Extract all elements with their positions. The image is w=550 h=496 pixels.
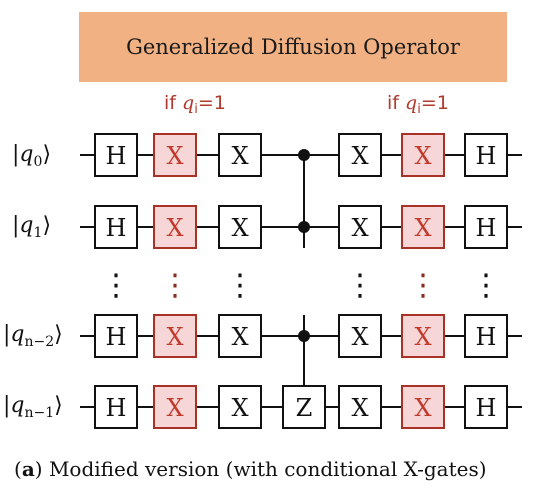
svg-text:X: X bbox=[414, 394, 431, 422]
svg-text:X: X bbox=[351, 142, 368, 170]
svg-text:X: X bbox=[231, 214, 248, 242]
svg-text:H: H bbox=[476, 323, 497, 351]
gate-x: X bbox=[338, 133, 382, 177]
svg-text:H: H bbox=[476, 142, 497, 170]
svg-text:H: H bbox=[476, 394, 497, 422]
svg-text:X: X bbox=[231, 142, 248, 170]
svg-text:X: X bbox=[414, 214, 431, 242]
svg-text:H: H bbox=[476, 214, 497, 242]
gate-x: X bbox=[338, 314, 382, 358]
svg-text:X: X bbox=[351, 214, 368, 242]
svg-text:X: X bbox=[351, 394, 368, 422]
qubit-label-q1: |q1⟩ bbox=[12, 213, 51, 241]
svg-text:X: X bbox=[414, 142, 431, 170]
control-dot-q0 bbox=[298, 149, 310, 161]
figure-caption: (a) Modified version (with conditional X… bbox=[14, 457, 487, 481]
svg-text:H: H bbox=[106, 142, 127, 170]
header-title: Generalized Diffusion Operator bbox=[126, 35, 461, 59]
gate-h: H bbox=[94, 385, 138, 429]
qubit-label-qn-1: |qn−1⟩ bbox=[3, 393, 63, 421]
gate-z: Z bbox=[282, 385, 326, 429]
gate-x-conditional: X bbox=[153, 385, 197, 429]
ellipsis-vertical: ⋮ bbox=[345, 268, 375, 303]
control-dot-qn-2 bbox=[298, 330, 310, 342]
header-background bbox=[79, 12, 507, 82]
svg-text:X: X bbox=[166, 214, 183, 242]
gate-x-conditional: X bbox=[401, 314, 445, 358]
ellipsis-vertical: ⋮ bbox=[225, 268, 255, 303]
svg-text:X: X bbox=[351, 323, 368, 351]
qubit-label-qn-2: |qn−2⟩ bbox=[3, 322, 63, 350]
svg-text:X: X bbox=[166, 142, 183, 170]
gate-x: X bbox=[218, 133, 262, 177]
header-banner: Generalized Diffusion Operator bbox=[79, 12, 507, 82]
gate-x-conditional: X bbox=[401, 133, 445, 177]
ellipsis-vertical-conditional: ⋮ bbox=[408, 268, 438, 303]
gate-x-conditional: X bbox=[153, 314, 197, 358]
gate-h: H bbox=[94, 205, 138, 249]
control-dot-q1 bbox=[298, 221, 310, 233]
svg-text:X: X bbox=[166, 323, 183, 351]
ellipsis-vertical: ⋮ bbox=[471, 268, 501, 303]
condition-label-right: if qi=1 bbox=[387, 92, 449, 117]
svg-text:Z: Z bbox=[296, 394, 313, 422]
svg-text:H: H bbox=[106, 214, 127, 242]
gate-x-conditional: X bbox=[153, 205, 197, 249]
gate-x: X bbox=[338, 205, 382, 249]
svg-text:H: H bbox=[106, 394, 127, 422]
gate-x: X bbox=[218, 314, 262, 358]
ellipsis-vertical-conditional: ⋮ bbox=[160, 268, 190, 303]
gate-h: H bbox=[464, 385, 508, 429]
gate-x-conditional: X bbox=[401, 385, 445, 429]
qubit-label-q0: |q0⟩ bbox=[12, 142, 51, 170]
gate-h: H bbox=[94, 314, 138, 358]
gate-h: H bbox=[464, 314, 508, 358]
svg-text:X: X bbox=[231, 394, 248, 422]
gate-x-conditional: X bbox=[401, 205, 445, 249]
gate-h: H bbox=[464, 133, 508, 177]
svg-text:X: X bbox=[231, 323, 248, 351]
svg-text:H: H bbox=[106, 323, 127, 351]
gate-x-conditional: X bbox=[153, 133, 197, 177]
svg-text:X: X bbox=[166, 394, 183, 422]
gate-x: X bbox=[338, 385, 382, 429]
gate-x: X bbox=[218, 385, 262, 429]
svg-text:X: X bbox=[414, 323, 431, 351]
condition-label-left: if qi=1 bbox=[164, 92, 226, 117]
ellipsis-vertical: ⋮ bbox=[101, 268, 131, 303]
gate-x: X bbox=[218, 205, 262, 249]
gate-h: H bbox=[464, 205, 508, 249]
gate-h: H bbox=[94, 133, 138, 177]
